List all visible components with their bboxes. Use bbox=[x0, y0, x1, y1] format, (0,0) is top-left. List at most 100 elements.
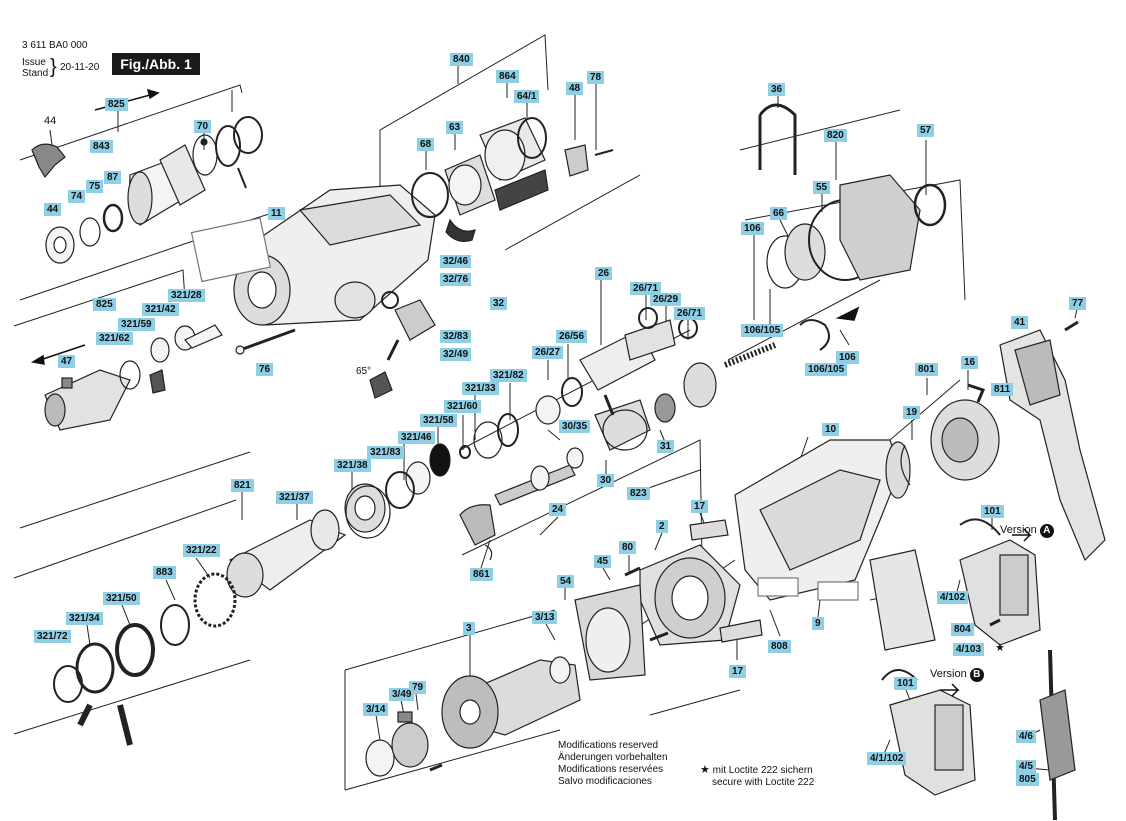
part-label: 2 bbox=[656, 520, 668, 533]
part-label: 3/14 bbox=[363, 703, 389, 716]
modifications-line-es: Salvo modificaciones bbox=[558, 776, 652, 787]
part-label: 821 bbox=[231, 479, 254, 492]
part-label: 47 bbox=[58, 355, 76, 368]
part-label: 4/6 bbox=[1016, 730, 1036, 743]
part-label: 32/46 bbox=[440, 255, 472, 268]
part-label: 30 bbox=[597, 474, 615, 487]
part-label: 16 bbox=[961, 356, 979, 369]
part-label: 864 bbox=[496, 70, 519, 83]
part-label: 32/76 bbox=[440, 273, 472, 286]
modifications-line-fr: Modifications reservées bbox=[558, 764, 664, 775]
loctite-line-de: mit Loctite 222 sichern bbox=[712, 765, 813, 776]
part-label: 820 bbox=[824, 129, 847, 142]
part-label: 45 bbox=[594, 555, 612, 568]
figure-tag: Fig./Abb. 1 bbox=[112, 53, 200, 75]
part-label: 321/72 bbox=[34, 630, 71, 643]
version-b-label: Version bbox=[930, 668, 967, 680]
part-label: 26/71 bbox=[630, 282, 662, 295]
part-label: 106 bbox=[836, 351, 859, 364]
stand-label: Stand bbox=[22, 68, 49, 79]
part-label: 74 bbox=[68, 190, 86, 203]
issue-date: 20-11-20 bbox=[60, 62, 100, 73]
part-label: 64/1 bbox=[514, 90, 540, 103]
version-a-badge: A bbox=[1039, 524, 1054, 538]
part-label: 48 bbox=[566, 82, 584, 95]
part-label: 19 bbox=[903, 406, 921, 419]
part-label: 24 bbox=[549, 503, 567, 516]
part-label: 87 bbox=[104, 171, 122, 184]
part-label: 106/105 bbox=[741, 324, 784, 337]
part-label: 321/34 bbox=[66, 612, 103, 625]
part-label: 26/27 bbox=[532, 346, 564, 359]
part-label: 78 bbox=[587, 71, 605, 84]
part-label: 41 bbox=[1011, 316, 1029, 329]
part-label: 36 bbox=[768, 83, 786, 96]
drawing-number: 3 611 BA0 000 bbox=[22, 40, 88, 51]
part-label: 70 bbox=[194, 120, 212, 133]
part-label: 80 bbox=[619, 541, 637, 554]
part-label: 75 bbox=[86, 180, 104, 193]
part-label: 804 bbox=[951, 623, 974, 636]
loctite-star-icon: ★ bbox=[700, 764, 710, 776]
part-label: 30/35 bbox=[559, 420, 591, 433]
part-label: 808 bbox=[768, 640, 791, 653]
issue-label: Issue bbox=[22, 57, 46, 68]
version-b-badge: B bbox=[969, 668, 984, 682]
part-label: 321/33 bbox=[462, 382, 499, 395]
part-label: 825 bbox=[105, 98, 128, 111]
part-label: 57 bbox=[917, 124, 935, 137]
part-label: 321/83 bbox=[367, 446, 404, 459]
part-label: 101 bbox=[981, 505, 1004, 518]
modifications-note: Modifications reserved Änderungen vorbeh… bbox=[558, 740, 668, 788]
part-label: 321/58 bbox=[420, 414, 457, 427]
part-label: 883 bbox=[153, 566, 176, 579]
part-label: 321/62 bbox=[96, 332, 133, 345]
part-label: 32/83 bbox=[440, 330, 472, 343]
part-label: 840 bbox=[450, 53, 473, 66]
part-label: 801 bbox=[915, 363, 938, 376]
part-label: 3/49 bbox=[389, 688, 415, 701]
modifications-line-de: Änderungen vorbehalten bbox=[558, 752, 668, 763]
version-a-label: Version bbox=[1000, 524, 1037, 536]
part-label: 66 bbox=[770, 207, 788, 220]
part-label: 63 bbox=[446, 121, 464, 134]
loctite-note: ★ mit Loctite 222 sichern secure with Lo… bbox=[700, 764, 814, 789]
part-label: 17 bbox=[729, 665, 747, 678]
loctite-line-en: secure with Loctite 222 bbox=[712, 777, 815, 788]
part-label: 26 bbox=[595, 267, 613, 280]
part-label: 861 bbox=[470, 568, 493, 581]
part-label: 106 bbox=[741, 222, 764, 235]
part-label: 321/60 bbox=[444, 400, 481, 413]
part-label: 9 bbox=[812, 617, 824, 630]
part-label: 26/56 bbox=[556, 330, 588, 343]
part-label: 10 bbox=[822, 423, 840, 436]
part-label: 823 bbox=[627, 487, 650, 500]
part-label: 101 bbox=[894, 677, 917, 690]
modifications-line-en: Modifications reserved bbox=[558, 740, 659, 751]
part-label: 54 bbox=[557, 575, 575, 588]
part-label: 811 bbox=[991, 383, 1014, 396]
part-label: 825 bbox=[93, 298, 116, 311]
part-label: 76 bbox=[256, 363, 274, 376]
part-label: 4/103 bbox=[953, 643, 985, 656]
part-label: 11 bbox=[268, 207, 285, 220]
issue-brace: } bbox=[50, 56, 57, 78]
part-label: 44 bbox=[44, 203, 62, 216]
part-label: 321/82 bbox=[490, 369, 527, 382]
part-label: 321/59 bbox=[118, 318, 155, 331]
part-label: 26/29 bbox=[650, 293, 682, 306]
part-label: 3 bbox=[463, 622, 475, 635]
part-label: 31 bbox=[657, 440, 675, 453]
part-label: 321/22 bbox=[183, 544, 220, 557]
part-label: 32 bbox=[490, 297, 508, 310]
part-label: 4/1/102 bbox=[867, 752, 907, 765]
part-label: 321/37 bbox=[276, 491, 313, 504]
part-label: 321/50 bbox=[103, 592, 140, 605]
part-label: 68 bbox=[417, 138, 435, 151]
part-label: 44 bbox=[44, 115, 57, 127]
part-label: 321/38 bbox=[334, 459, 371, 472]
part-label: 17 bbox=[691, 500, 709, 513]
